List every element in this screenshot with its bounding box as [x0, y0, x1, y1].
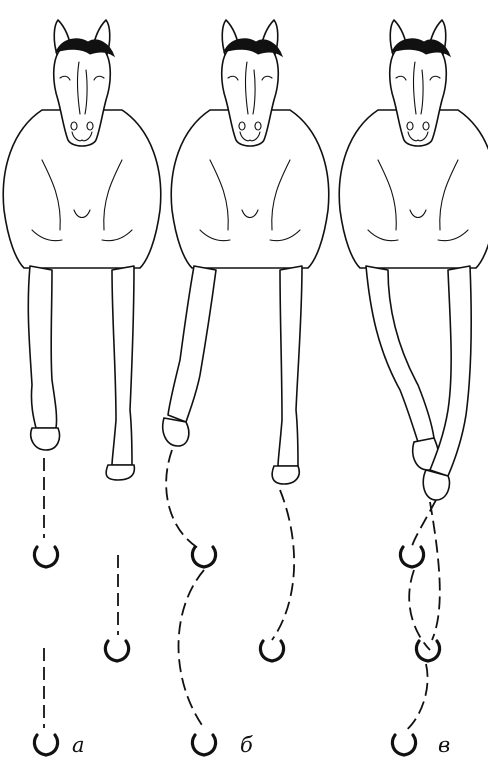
- hoofprint: [192, 735, 215, 755]
- panel-a: а: [3, 20, 160, 757]
- panel-v: в: [339, 20, 488, 757]
- hoofprint: [34, 735, 57, 755]
- panel-label-b: б: [240, 733, 253, 757]
- hoofprint: [392, 735, 415, 755]
- horse-a: [3, 20, 160, 480]
- hoofprint: [34, 547, 57, 567]
- track-line: [412, 500, 436, 550]
- hoofprint: [416, 641, 439, 661]
- track-line: [409, 570, 430, 650]
- panel-label-a: а: [72, 733, 85, 757]
- hoofprint: [260, 641, 283, 661]
- track-line: [166, 450, 198, 548]
- track-line: [430, 502, 440, 640]
- track-line: [404, 664, 428, 732]
- track-line: [179, 570, 205, 728]
- track-line: [272, 490, 294, 640]
- horse-v: [339, 20, 488, 500]
- hoofprint: [192, 547, 215, 567]
- horse-b: [163, 20, 329, 484]
- panel-b: б: [163, 20, 329, 757]
- hoofprint: [105, 641, 128, 661]
- panel-label-v: в: [438, 733, 450, 757]
- hoofprint: [400, 547, 423, 567]
